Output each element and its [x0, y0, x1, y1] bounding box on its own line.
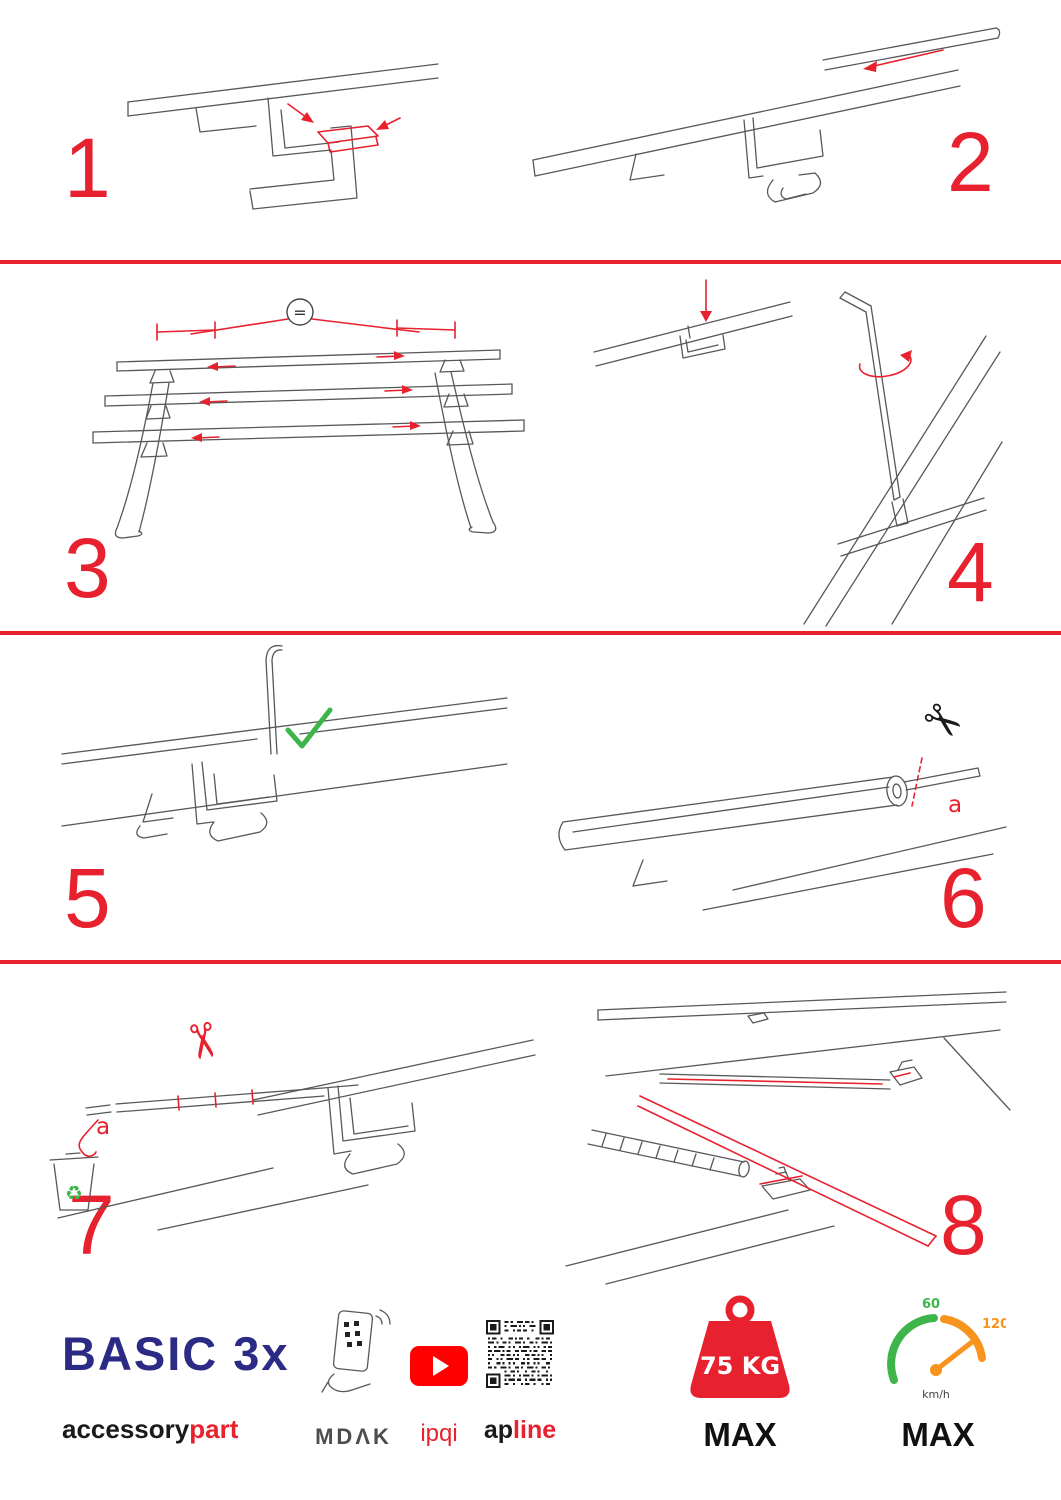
qr-code	[486, 1320, 554, 1388]
step-1-number: 1	[64, 121, 111, 215]
youtube-icon	[410, 1346, 468, 1386]
checkmark-icon	[285, 707, 333, 749]
step-6-number: 6	[940, 851, 987, 945]
step-8-illustration	[565, 991, 1011, 1285]
logo-line-text: line	[513, 1416, 557, 1444]
logo-part-text: part	[189, 1414, 239, 1444]
step-8-number: 8	[940, 1178, 987, 1272]
slide-direction-arrow	[863, 49, 944, 72]
step-5-illustration	[61, 644, 508, 842]
step-3-number: 3	[64, 521, 111, 615]
press-down-arrow	[700, 279, 712, 322]
equal-spacing-annotation: =	[156, 298, 456, 442]
logo-accessory-text: accessory	[62, 1414, 190, 1444]
logo-ap-text: ap	[483, 1416, 514, 1444]
section-divider	[0, 260, 1061, 264]
section-divider	[0, 631, 1061, 635]
step-4-number: 4	[947, 525, 994, 619]
step-5-number: 5	[64, 851, 111, 945]
logo-basic3x: BASIC 3x	[62, 1327, 290, 1380]
cut-label-a: a	[96, 1114, 110, 1140]
insert-pad-annotation	[287, 103, 401, 153]
cut-marks	[177, 1089, 254, 1111]
section-divider	[0, 960, 1061, 964]
logo-apline: apline	[478, 1416, 562, 1445]
step-2-number: 2	[947, 115, 994, 209]
step-3-illustration: =	[92, 298, 525, 539]
equal-sign: =	[293, 303, 306, 322]
weight-value: 75 KG	[700, 1352, 780, 1380]
speed-120: 120	[982, 1317, 1006, 1332]
logo-accessorypart: accessorypart	[62, 1414, 238, 1445]
speed-max-label: MAX	[901, 1416, 975, 1453]
speedometer-icon: 60 120 km/h	[887, 1297, 1006, 1401]
cut-line	[911, 757, 923, 807]
scissors-icon: ✂	[911, 688, 975, 754]
logo-ipqi: ipqi	[420, 1420, 458, 1447]
step-1-illustration	[127, 63, 439, 210]
discard-arrow	[78, 1119, 99, 1157]
step-7-number: 7	[68, 1178, 115, 1272]
speed-60: 60	[922, 1297, 940, 1312]
step-6-illustration: ✂ a	[558, 688, 1007, 911]
play-icon	[432, 1356, 449, 1376]
phone-qr-icon	[321, 1309, 391, 1393]
alignment-guides	[637, 1072, 937, 1247]
scissors-icon: ✂	[171, 1017, 233, 1066]
rotate-arrow	[858, 350, 912, 378]
speed-unit: km/h	[922, 1388, 950, 1401]
step-2-illustration	[532, 27, 1001, 203]
recycle-icon: ♻	[65, 1181, 83, 1205]
step-4-illustration	[593, 279, 1003, 627]
weight-max-label: MAX	[703, 1416, 777, 1453]
step-7-illustration: ✂ a ♻	[49, 1017, 536, 1231]
weight-limit-icon: 75 KG	[690, 1295, 790, 1398]
cut-label-a: a	[948, 792, 962, 818]
logo-mdak: MDΛK	[315, 1424, 392, 1449]
